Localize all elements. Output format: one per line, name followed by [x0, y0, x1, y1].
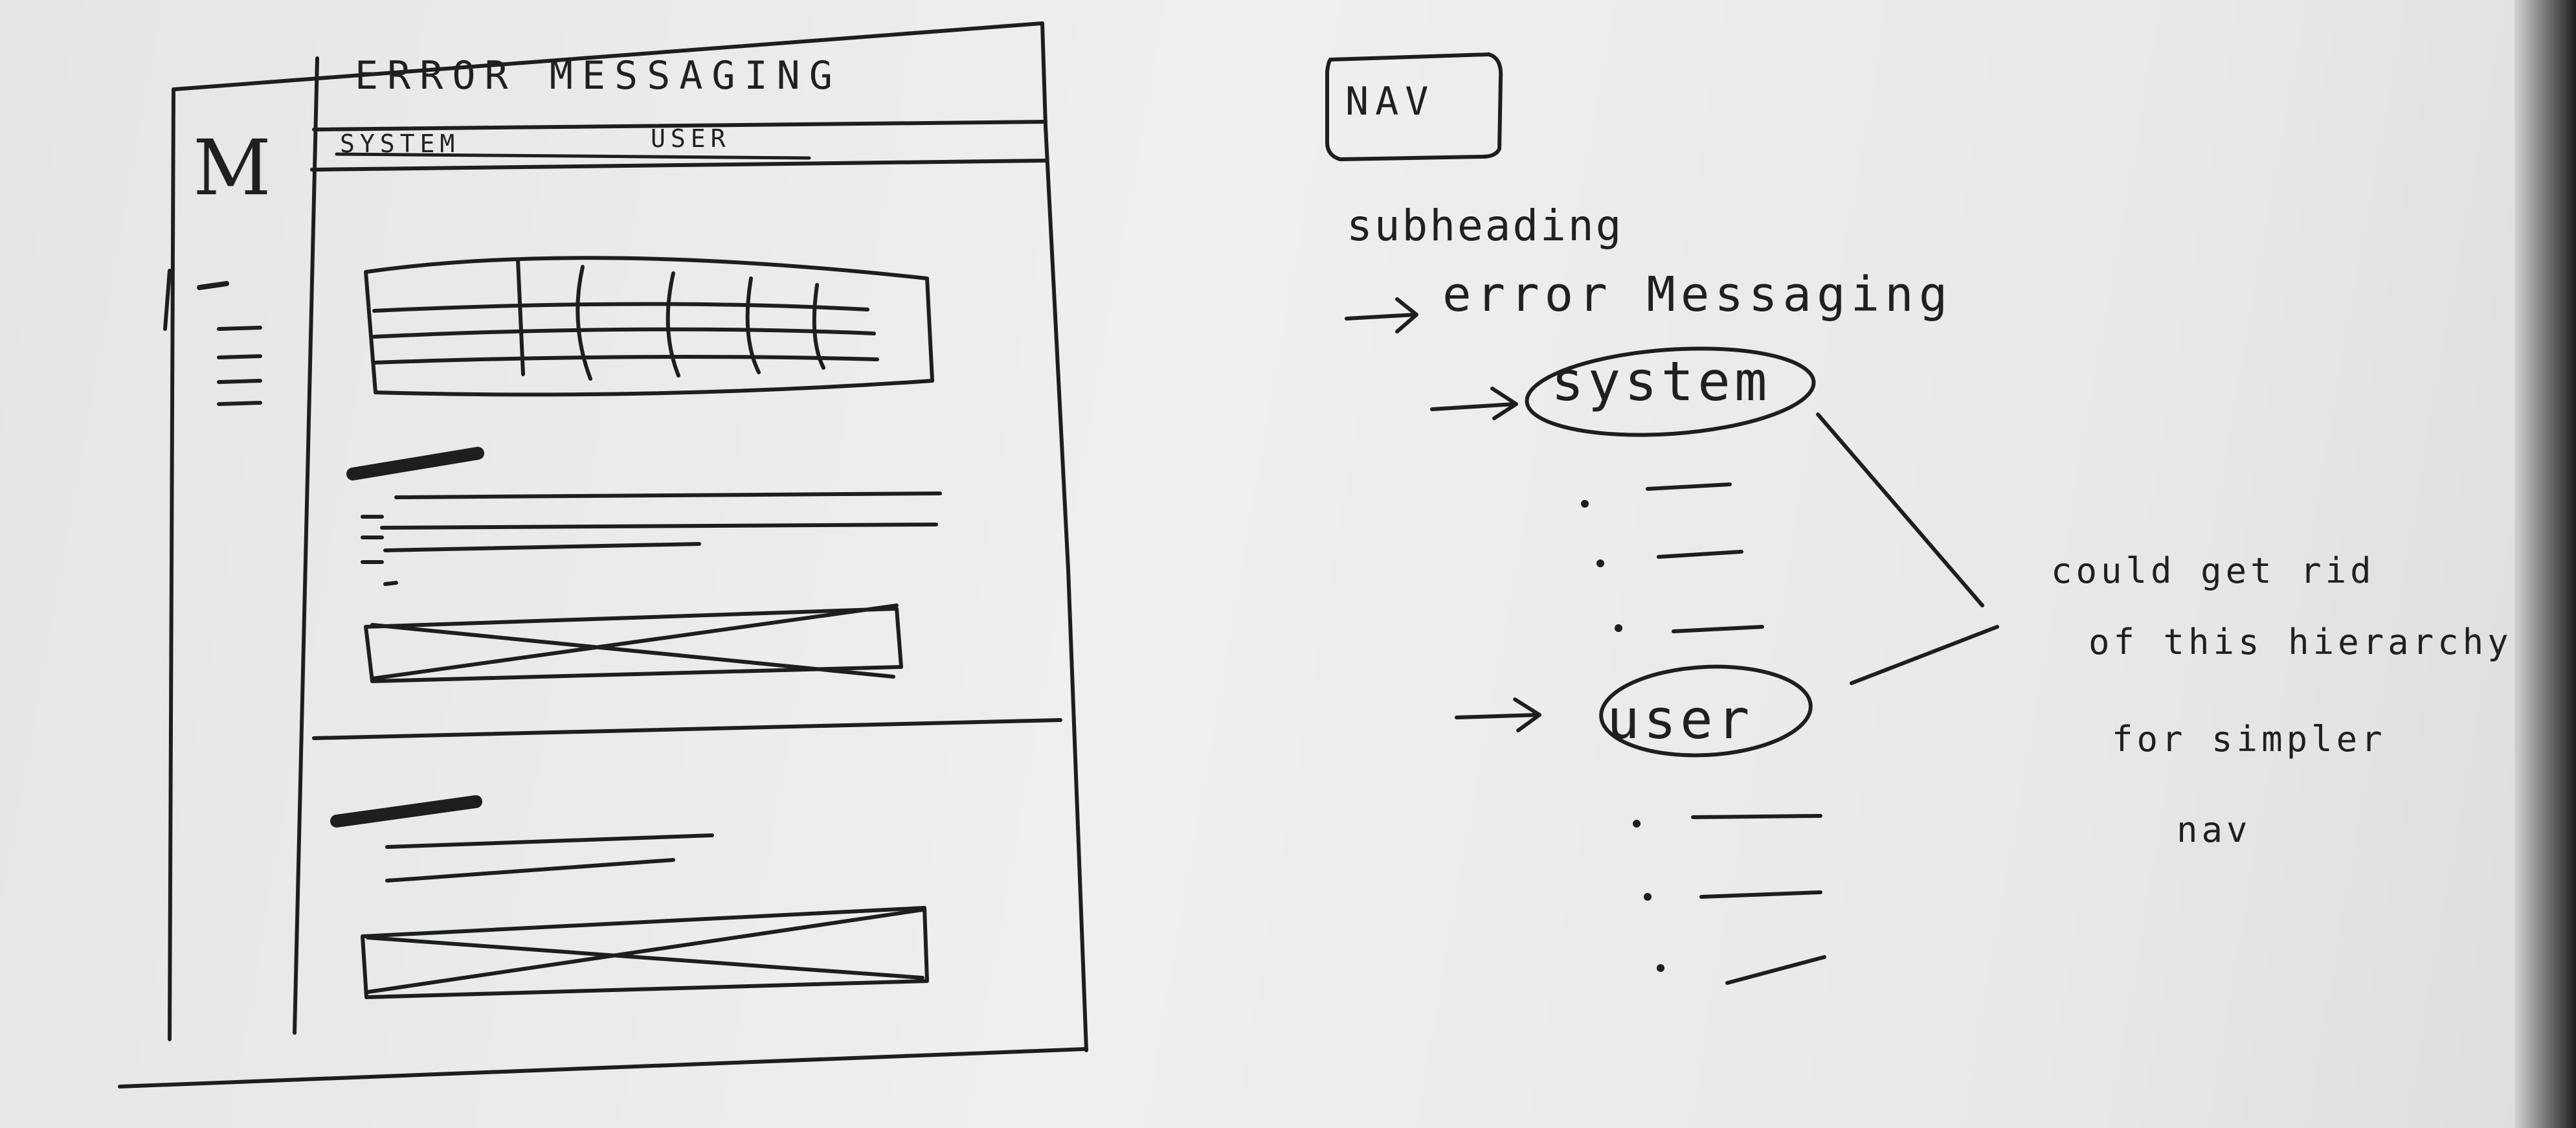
bullet: [1644, 893, 1652, 901]
table-row-line: [372, 355, 879, 365]
tabs-strike-line: [335, 152, 811, 160]
sidebar-item: [217, 326, 262, 331]
text-line: [385, 858, 675, 883]
user-ellipse: [1599, 664, 1813, 758]
side-note-line: of this hierarchy: [2089, 622, 2513, 662]
bullet-line: [1657, 550, 1743, 559]
annotation-connector: [1850, 625, 1999, 685]
table-column-line: [812, 283, 825, 370]
text-line: [380, 523, 938, 530]
wireframe-right-edge: [1040, 21, 1088, 1052]
bullet: [1657, 964, 1664, 972]
section-divider: [312, 718, 1062, 740]
placeholder-cross: [366, 936, 924, 980]
sidebar-divider: [293, 56, 319, 1035]
table-column-line: [576, 265, 592, 381]
arrow-error-messaging: [1345, 297, 1418, 333]
arrow-system: [1430, 387, 1518, 420]
sidebar-bracket: [163, 269, 172, 331]
nav-label: NAV: [1345, 79, 1435, 124]
error-messaging-label: error Messaging: [1442, 267, 1953, 322]
header-bottom-rule: [312, 120, 1047, 131]
image-placeholder: [364, 607, 903, 683]
subheading-label: subheading: [1347, 201, 1624, 251]
table-column-line: [516, 258, 525, 376]
table-column-line: [666, 271, 680, 378]
paper-edge-shadow: [2514, 0, 2576, 1128]
text-line: [383, 542, 701, 552]
bullet-line: [1672, 625, 1764, 633]
section-heading-mark: [330, 795, 482, 828]
placeholder-cross: [370, 603, 899, 681]
system-ellipse: [1525, 346, 1816, 437]
bullet: [1633, 820, 1641, 828]
bullet: [1615, 624, 1622, 632]
text-line: [385, 833, 714, 849]
side-note-line: could get rid: [2051, 550, 2375, 591]
bullet: [1596, 559, 1604, 567]
bullet: [1581, 500, 1589, 508]
wireframe-logo: M: [193, 123, 271, 212]
text-line: [383, 581, 398, 586]
nav-label-box: [1325, 52, 1503, 161]
table-outline: [364, 256, 934, 397]
wireframe-tab-system: SYSTEM: [340, 130, 460, 158]
table-row-line: [372, 327, 876, 339]
image-placeholder: [361, 906, 929, 999]
section-heading-mark: [346, 447, 484, 480]
bullet-line: [1725, 955, 1826, 985]
arrow-user: [1455, 697, 1541, 732]
annotation-connector: [1816, 412, 1984, 607]
sidebar-item: [217, 354, 262, 359]
wireframe-left-edge: [168, 89, 175, 1041]
table-row-line: [372, 302, 869, 313]
system-label: system: [1551, 350, 1771, 413]
bullet-line: [1699, 890, 1822, 899]
wireframe-page-title: ERROR MESSAGING: [355, 53, 842, 98]
user-label: user: [1607, 688, 1754, 751]
tabs-bottom-rule: [310, 159, 1047, 172]
side-note-line: for simpler: [2112, 719, 2386, 760]
bullet-line: [1646, 482, 1732, 491]
placeholder-cross: [366, 908, 924, 994]
placeholder-cross: [370, 623, 895, 679]
sidebar-item: [217, 401, 262, 406]
wireframe-tab-user: USER: [651, 124, 731, 153]
sidebar-item-active: [197, 281, 229, 290]
table-column-line: [745, 276, 761, 374]
wireframe-bottom-edge: [118, 1047, 1088, 1089]
text-line: [394, 491, 942, 499]
side-note-line: nav: [2177, 809, 2252, 850]
sidebar-item: [217, 379, 262, 384]
bullet-line: [1691, 814, 1822, 819]
